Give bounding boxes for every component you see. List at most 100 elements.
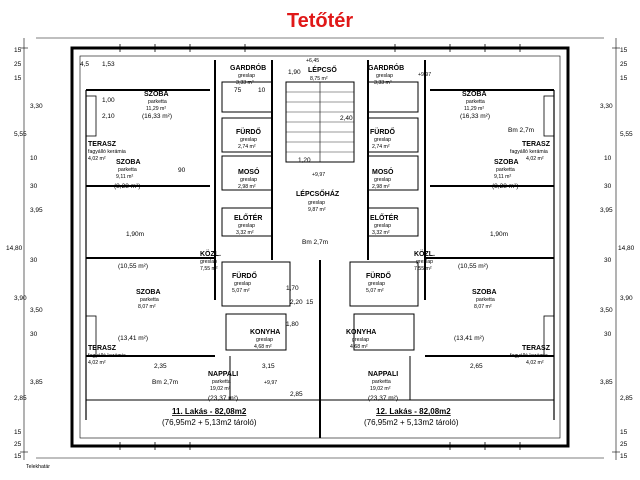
room-floor: greslap xyxy=(374,177,391,183)
room-name: FÜRDŐ xyxy=(232,271,257,280)
dimension-frame xyxy=(20,37,620,460)
dim-label: 15 xyxy=(14,429,22,436)
dim-label: 1,53 xyxy=(102,61,115,68)
room-extra: (13,41 m²) xyxy=(454,335,484,342)
dim-label: 3,90 xyxy=(620,295,633,302)
room-area: 5,07 m² xyxy=(232,288,250,294)
dim-label: 15 xyxy=(620,47,628,54)
dim-label: 30 xyxy=(30,257,38,264)
dim-label: 2,35 xyxy=(154,363,167,370)
dim-label: 25 xyxy=(620,441,628,448)
room-floor: parketta xyxy=(372,379,391,385)
dim-label: 15 xyxy=(14,453,22,460)
room-area: 3,33 m² xyxy=(236,80,254,86)
room-extra: (23,37 m²) xyxy=(208,395,238,402)
dim-label: 2,65 xyxy=(470,363,483,370)
room-floor: greslap xyxy=(234,281,251,287)
room-floor: greslap xyxy=(374,223,391,229)
dim-label: 3,30 xyxy=(30,103,43,110)
dim-label: 3,95 xyxy=(30,207,43,214)
room-name: TERASZ xyxy=(522,141,551,148)
dim-label: 3,85 xyxy=(600,379,613,386)
room-floor: greslap xyxy=(416,259,433,265)
room-name: NAPPALI xyxy=(208,371,238,378)
dim-label: 25 xyxy=(620,61,628,68)
room-area: 19,02 m² xyxy=(370,386,391,392)
room-area: 4,68 m² xyxy=(350,344,368,350)
room-extra: (13,41 m²) xyxy=(118,335,148,342)
dim-label: 15 xyxy=(620,429,628,436)
window-dim: 1,90m xyxy=(490,231,508,238)
room-floor: parketta xyxy=(212,379,231,385)
room-area: 4,02 m² xyxy=(88,360,106,366)
dim-label: 14,80 xyxy=(618,245,635,252)
unit-titles: 11. Lakás - 82,08m2 (76,95m2 + 5,13m2 tá… xyxy=(162,407,459,427)
dim-label: 1,20 xyxy=(298,157,311,164)
left-unit-rooms: GARDRÓB greslap 3,33 m² SZOBA parketta 1… xyxy=(88,63,280,402)
room-name: GARDRÓB xyxy=(230,63,266,72)
room-floor: greslap xyxy=(238,223,255,229)
room-area: 11,29 m² xyxy=(464,106,484,112)
room-name: FÜRDŐ xyxy=(236,127,261,136)
dim-label: 2,85 xyxy=(620,395,633,402)
dim-label: 3,95 xyxy=(600,207,613,214)
stairhall-name: LÉPCSŐHÁZ xyxy=(296,189,340,198)
room-area: 7,55 m² xyxy=(200,266,218,272)
room-floor: greslap xyxy=(368,281,385,287)
room-floor: fagyálló kerámia xyxy=(510,353,548,359)
dim-label: 2,40 xyxy=(340,115,353,122)
dim-label: 3,50 xyxy=(600,307,613,314)
dim-label: 1,70 xyxy=(286,285,299,292)
dim-label: 14,80 xyxy=(6,245,23,252)
room-name: TERASZ xyxy=(88,141,117,148)
room-name: MOSÓ xyxy=(238,167,260,176)
dim-label: 30 xyxy=(604,257,612,264)
right-unit-title: 12. Lakás - 82,08m2 xyxy=(376,407,451,416)
dim-label: 1,80 xyxy=(286,321,299,328)
level-top: +6,45 xyxy=(306,58,319,64)
dim-label: 3,50 xyxy=(30,307,43,314)
dim-label: 10 xyxy=(30,155,38,162)
room-area: 4,02 m² xyxy=(88,156,106,162)
dim-label: 4,5 xyxy=(80,61,89,68)
room-extra: (16,33 m²) xyxy=(460,113,490,120)
room-name: NAPPALI xyxy=(368,371,398,378)
level-mid: +9,97 xyxy=(312,172,325,178)
bm-left: Bm 2,7m xyxy=(152,379,178,386)
dim-label: 5,55 xyxy=(14,131,27,138)
room-name: TERASZ xyxy=(522,345,551,352)
room-area: 2,98 m² xyxy=(238,184,256,190)
dim-label: 15 xyxy=(306,299,314,306)
dim-label: 30 xyxy=(30,331,38,338)
dim-label: 2,85 xyxy=(14,395,27,402)
dim-label: 30 xyxy=(604,183,612,190)
room-floor: parketta xyxy=(466,99,485,105)
dim-label: 15 xyxy=(620,453,628,460)
bm-center: Bm 2,7m xyxy=(302,239,328,246)
room-floor: parketta xyxy=(496,167,515,173)
dim-label: 25 xyxy=(14,441,22,448)
room-floor: fagyálló kerámia xyxy=(510,149,548,155)
dim-label: 3,15 xyxy=(262,363,275,370)
room-name: SZOBA xyxy=(144,91,169,98)
room-floor: greslap xyxy=(240,177,257,183)
page-title: Tetőtér xyxy=(286,10,354,32)
central-core-labels: +6,45 LÉPCSŐ 8,75 m² +9,97 LÉPCSŐHÁZ gre… xyxy=(296,58,431,246)
dim-label: 2,85 xyxy=(290,391,303,398)
right-unit-rooms: GARDRÓB greslap 3,33 m² SZOBA parketta 1… xyxy=(346,63,551,402)
stairhall-area: 9,87 m² xyxy=(308,207,326,213)
bm-right: Bm 2,7m xyxy=(508,127,534,134)
room-floor: fagyálló kerámia xyxy=(88,149,126,155)
room-floor: parketta xyxy=(140,297,159,303)
dim-label: 30 xyxy=(30,183,38,190)
dim-label: 10 xyxy=(604,155,612,162)
room-name: KONYHA xyxy=(250,329,280,336)
room-name: MOSÓ xyxy=(372,167,394,176)
room-floor: fagyálló kerámia xyxy=(88,353,126,359)
room-name: GARDRÓB xyxy=(368,63,404,72)
room-floor: greslap xyxy=(352,337,369,343)
dim-label: 15 xyxy=(14,75,22,82)
stair-area: 8,75 m² xyxy=(310,76,328,82)
dim-label: 3,90 xyxy=(14,295,27,302)
